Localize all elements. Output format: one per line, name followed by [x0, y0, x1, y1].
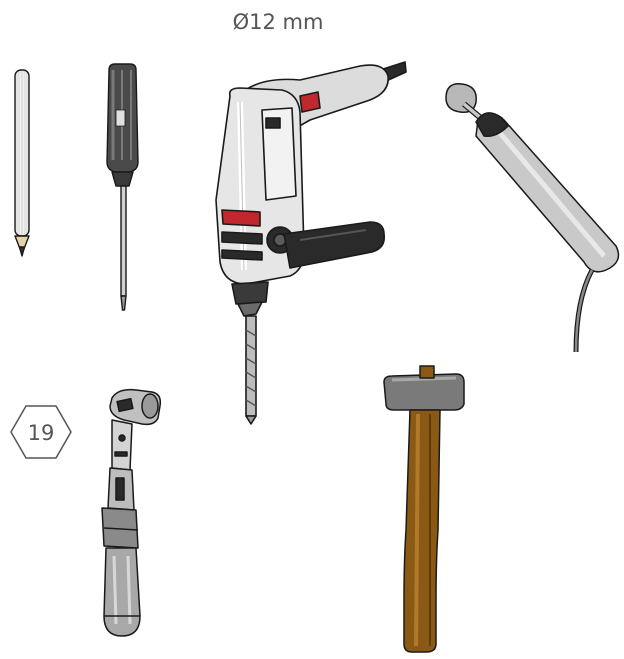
wrench-size-label: 19 [28, 421, 55, 445]
torque-wrench-icon [101, 388, 162, 637]
blow-out-pump-icon [445, 83, 620, 353]
screwdriver-icon [106, 63, 139, 311]
hammer-drill-icon [215, 61, 407, 425]
hammer-icon [383, 365, 465, 653]
drill-bit-diameter-label: Ø12 mm [233, 10, 324, 34]
wrench-size-badge: 19 [10, 405, 72, 459]
pencil-icon [14, 69, 30, 257]
